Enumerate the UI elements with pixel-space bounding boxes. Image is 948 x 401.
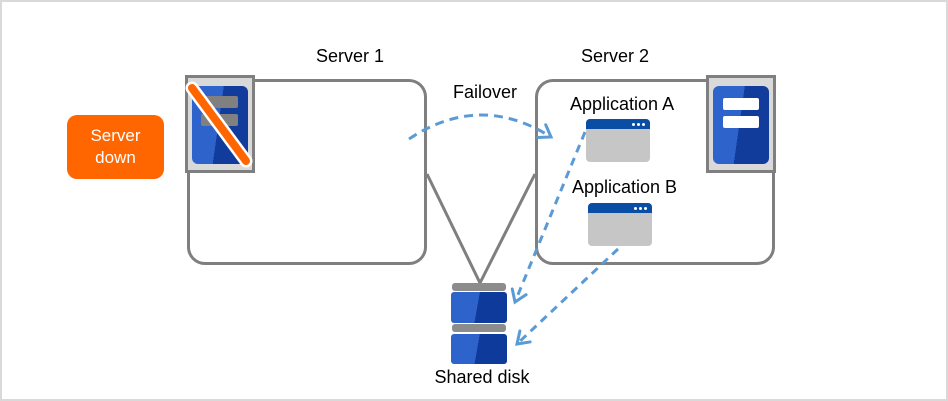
disk-stack-icon (451, 334, 507, 364)
server1-label: Server 1 (315, 46, 385, 66)
titlebar-dot (637, 122, 640, 126)
app-window-icon (586, 119, 650, 162)
disk-stack-icon (451, 292, 507, 323)
titlebar-dot (639, 206, 642, 210)
app-window-titlebar (586, 119, 650, 129)
titlebar-dot (634, 206, 637, 210)
failover-label: Failover (452, 82, 518, 102)
disk-stack-icon (452, 283, 506, 291)
server1-disk-line (425, 173, 482, 284)
app-window-titlebar (588, 203, 652, 213)
titlebar-dot (642, 122, 645, 126)
app-window-icon (588, 203, 652, 246)
application-a-label: Application A (570, 94, 675, 114)
disk-stack-icon (452, 324, 506, 332)
server-down-badge-line1: Server (90, 126, 141, 145)
application-b-label: Application B (572, 177, 678, 197)
titlebar-dot (644, 206, 647, 210)
server2-label: Server 2 (580, 46, 650, 66)
shared-disk-label: Shared disk (434, 367, 530, 387)
crossed-server-icon (185, 75, 255, 173)
titlebar-dot (632, 122, 635, 126)
failover-arrow (408, 113, 554, 141)
server2-disk-line (478, 173, 537, 284)
server-icon (706, 75, 776, 173)
server-down-badge: Server down (67, 115, 164, 179)
server-down-badge-line2: down (95, 148, 136, 167)
